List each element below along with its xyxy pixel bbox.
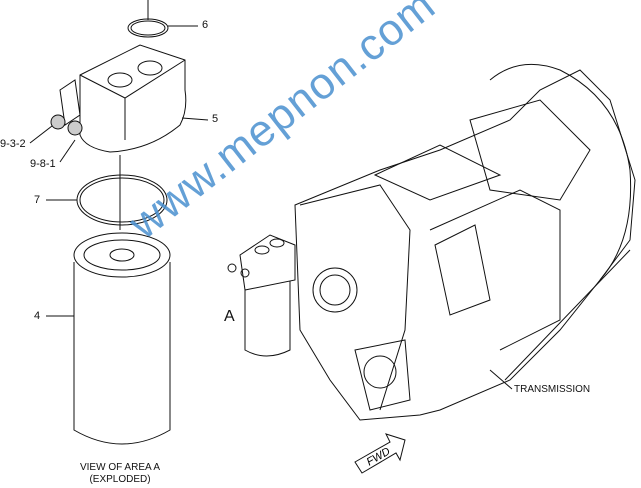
- callout-4: 4: [34, 310, 41, 322]
- callout-transmission: TRANSMISSION: [514, 384, 591, 395]
- callout-9-8-1: 9-8-1: [30, 158, 56, 170]
- oring-6: [127, 0, 198, 38]
- oring-7: [46, 174, 168, 226]
- callout-6: 6: [202, 19, 209, 31]
- mounted-filter: [227, 234, 296, 357]
- filter-base-5: [29, 44, 209, 163]
- caption-line1: VIEW OF AREA A: [79, 462, 161, 473]
- area-a-label: A: [224, 308, 235, 325]
- callout-9-3-2: 9-3-2: [0, 138, 26, 150]
- view-caption: VIEW OF AREA A (EXPLODED): [60, 462, 180, 486]
- caption-line2: (EXPLODED): [89, 474, 151, 485]
- callout-5: 5: [212, 113, 219, 125]
- fwd-arrow: [354, 433, 406, 474]
- transmission: [294, 63, 636, 421]
- filter-4: [46, 232, 171, 445]
- callout-7: 7: [34, 194, 41, 206]
